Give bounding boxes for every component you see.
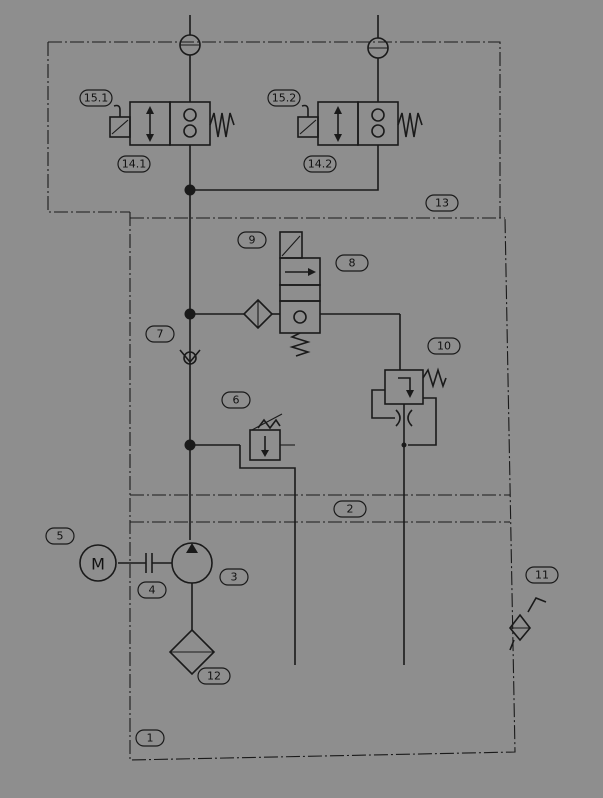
check-valve-7	[179, 349, 201, 365]
solenoid-valve-8	[190, 231, 400, 357]
relief-valve-6	[190, 413, 296, 665]
label-14-1: 14.1	[122, 158, 147, 171]
label-10: 10	[437, 340, 451, 353]
motor-symbol: M	[91, 555, 105, 574]
pump-assembly: M	[79, 542, 216, 676]
return-spring	[397, 112, 423, 138]
main-pressure-line	[184, 55, 379, 540]
adjustable-spring	[257, 418, 281, 430]
label-13: 13	[435, 197, 449, 210]
label-3: 3	[231, 571, 238, 584]
directional-valve-14-2	[297, 101, 423, 146]
label-2: 2	[347, 503, 354, 516]
label-5: 5	[57, 530, 64, 543]
label-14-2: 14.2	[308, 158, 333, 171]
return-spring	[422, 367, 447, 389]
label-6: 6	[233, 394, 240, 407]
directional-valve-14-1	[109, 101, 235, 146]
breather-11	[508, 596, 547, 651]
junction-node	[184, 184, 196, 196]
label-8: 8	[349, 257, 356, 270]
flow-control-valve-10	[371, 314, 447, 665]
reference-labels: 15.1 14.1 15.2 14.2 13 9 8 7 10 6 2 5 3 …	[45, 89, 559, 747]
label-12: 12	[207, 670, 221, 683]
valve-block-frame	[48, 41, 501, 218]
label-1: 1	[147, 732, 154, 745]
label-15-2: 15.2	[272, 92, 297, 105]
ports	[179, 15, 389, 59]
return-spring	[289, 332, 311, 357]
boundary-frames	[47, 41, 516, 761]
label-7: 7	[157, 328, 164, 341]
main-unit-frame	[129, 212, 516, 761]
solenoid-9	[279, 231, 303, 259]
suction-filter-12	[168, 628, 216, 676]
label-4: 4	[149, 584, 156, 597]
motor-5	[79, 544, 117, 582]
return-spring	[209, 112, 235, 138]
label-15-1: 15.1	[84, 92, 109, 105]
label-9: 9	[249, 234, 256, 247]
valve-block-frame-left	[47, 42, 130, 213]
label-11: 11	[535, 569, 549, 582]
